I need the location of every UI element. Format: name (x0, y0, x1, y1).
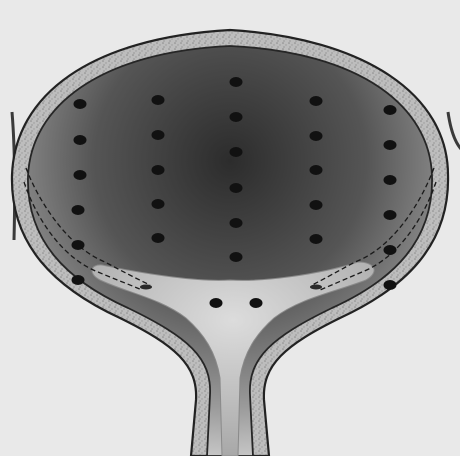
biopsy-site (72, 240, 85, 250)
biopsy-site (152, 233, 165, 243)
biopsy-site (152, 199, 165, 209)
biopsy-site (230, 112, 243, 122)
biopsy-site (310, 234, 323, 244)
biopsy-site (384, 280, 397, 290)
biopsy-site (230, 218, 243, 228)
biopsy-site (310, 200, 323, 210)
biopsy-site (310, 165, 323, 175)
biopsy-site (74, 99, 87, 109)
biopsy-site (230, 77, 243, 87)
biopsy-site (152, 165, 165, 175)
biopsy-site (210, 298, 223, 308)
left-ureteral-orifice (140, 285, 152, 290)
biopsy-site (72, 205, 85, 215)
biopsy-site (250, 298, 263, 308)
biopsy-site (72, 275, 85, 285)
right-ureteral-orifice (310, 285, 322, 290)
biopsy-site (384, 245, 397, 255)
biopsy-site (384, 210, 397, 220)
biopsy-site (74, 135, 87, 145)
biopsy-site (384, 140, 397, 150)
biopsy-site (74, 170, 87, 180)
biopsy-site (152, 130, 165, 140)
biopsy-site (230, 183, 243, 193)
biopsy-site (230, 147, 243, 157)
biopsy-site (384, 105, 397, 115)
biopsy-site (230, 252, 243, 262)
biopsy-site (384, 175, 397, 185)
biopsy-site (310, 96, 323, 106)
biopsy-site (310, 131, 323, 141)
biopsy-site (152, 95, 165, 105)
